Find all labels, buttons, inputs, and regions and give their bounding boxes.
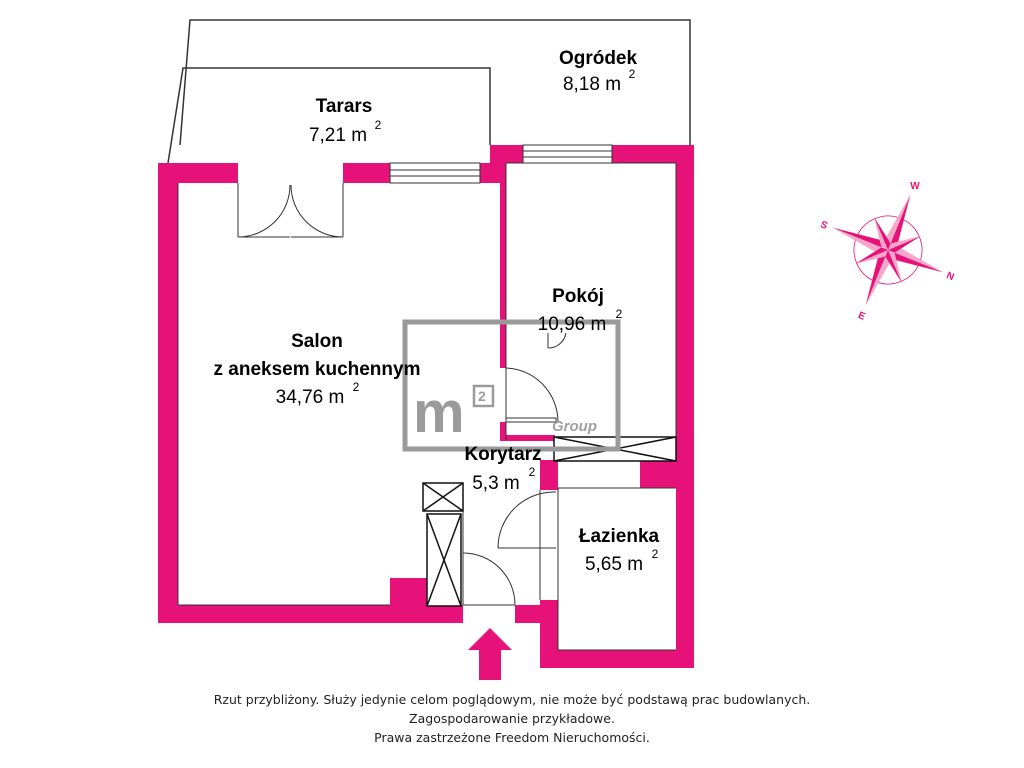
salon-door (505, 367, 559, 423)
ogrodek-name: Ogródek (559, 48, 638, 69)
entrance-arrow-icon (468, 628, 512, 680)
logo-group-text: Group (552, 418, 597, 435)
ogrodek-area: 8,18 m (563, 74, 621, 95)
disclaimer-line-3: Prawa zastrzeżone Freedom Nieruchomości. (374, 730, 650, 745)
pokoj-name: Pokój (552, 286, 604, 307)
lazienka-door (497, 491, 557, 549)
lazienka-area: 5,65 m (585, 554, 643, 575)
compass-s: S (819, 219, 830, 232)
tarars-name: Tarars (316, 96, 373, 117)
pokoj-area: 10,96 m (538, 314, 607, 335)
windows (389, 144, 613, 184)
terrace-outline (167, 67, 491, 164)
pokoj-sup: 2 (616, 307, 623, 321)
compass-n: N (945, 270, 956, 283)
label-ogrodek: Ogródek 8,18 m 2 (559, 48, 638, 95)
compass-w: W (910, 181, 920, 192)
label-lazienka: Łazienka 5,65 m 2 (579, 526, 660, 575)
lazienka-name: Łazienka (579, 526, 660, 547)
salon-sup: 2 (353, 380, 360, 394)
disclaimer-line-2: Zagospodarowanie przykładowe. (409, 711, 615, 726)
compass-e: E (856, 310, 867, 323)
label-pokoj: Pokój 10,96 m 2 (538, 286, 623, 335)
disclaimer-line-1: Rzut przybliżony. Służy jedynie celom po… (213, 692, 811, 707)
ogrodek-sup: 2 (629, 67, 636, 81)
garden-outline (179, 19, 691, 146)
logo-letter: m (413, 380, 465, 445)
tarars-sup: 2 (375, 118, 382, 132)
lazienka-sup: 2 (652, 547, 659, 561)
korytarz-name: Korytarz (464, 444, 541, 465)
logo-badge: 2 (478, 388, 486, 404)
salon-name-1: Salon (291, 331, 343, 352)
pokoj-door (547, 332, 567, 349)
tarars-area: 7,21 m (309, 125, 367, 146)
label-korytarz: Korytarz 5,3 m 2 (464, 444, 541, 494)
logo-watermark: m 2 Group (402, 319, 621, 452)
salon-area: 34,76 m (276, 387, 345, 408)
balcony-door (237, 183, 344, 238)
salon-name-2: z aneksem kuchennym (214, 359, 421, 380)
compass-rose-icon: W N E S (819, 181, 956, 323)
korytarz-sup: 2 (529, 465, 536, 479)
disclaimer: Rzut przybliżony. Służy jedynie celom po… (0, 690, 1024, 747)
walls (158, 145, 694, 668)
label-tarars: Tarars 7,21 m 2 (309, 96, 382, 146)
shaft-boxes (422, 436, 677, 607)
entrance-door (462, 552, 516, 606)
label-salon: Salon z aneksem kuchennym 34,76 m 2 (214, 331, 421, 408)
korytarz-area: 5,3 m (472, 473, 520, 494)
